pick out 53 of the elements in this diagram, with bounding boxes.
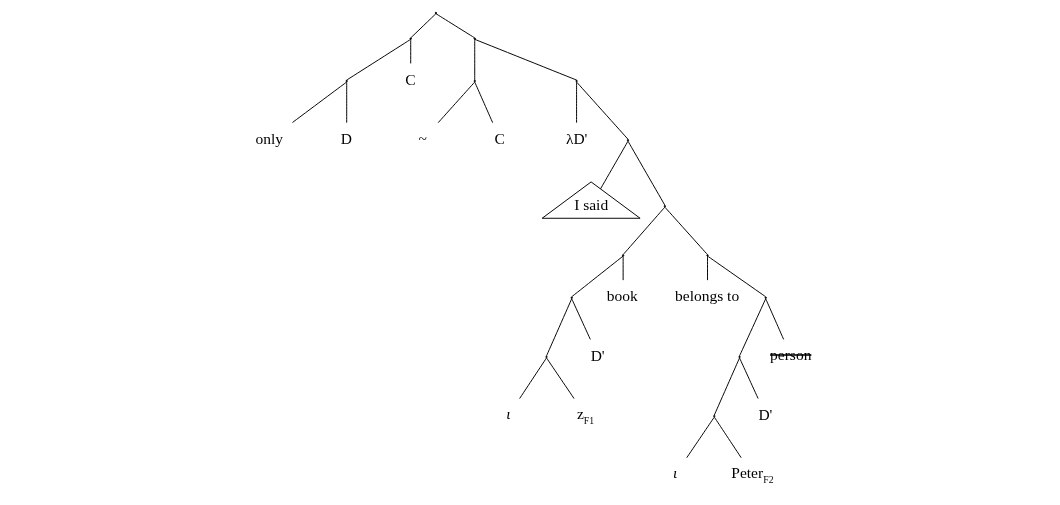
node-text: ~ <box>417 129 427 147</box>
node-text: D' <box>757 405 772 423</box>
connector <box>545 298 572 357</box>
connector <box>713 357 740 416</box>
connector <box>545 357 575 400</box>
connector <box>345 81 347 124</box>
node-point <box>621 254 624 257</box>
node-text: Peter$_{F2}$ <box>730 463 774 486</box>
connector <box>738 357 759 400</box>
node-point <box>737 355 741 359</box>
node-point <box>434 11 437 15</box>
connector <box>518 357 547 400</box>
connector <box>345 38 411 81</box>
node-text: λD' <box>565 129 587 147</box>
node-point <box>663 204 666 208</box>
connector <box>291 81 347 123</box>
connector <box>685 416 715 459</box>
node-text: z$_{F1}$ <box>576 404 594 427</box>
connector <box>706 255 766 298</box>
node-point <box>574 79 578 83</box>
node-text: D <box>340 129 352 147</box>
node-text: book <box>606 287 638 305</box>
node-point <box>409 37 412 40</box>
node-point <box>764 296 767 299</box>
connector <box>627 140 665 206</box>
node-text: belongs to <box>674 287 739 305</box>
connector <box>570 298 591 340</box>
connector <box>575 81 577 124</box>
node-text: ι <box>505 404 511 422</box>
node-text: only <box>255 129 283 147</box>
node-text: D' <box>590 346 605 364</box>
node-text: C <box>494 129 505 147</box>
node-text: ι <box>672 463 677 481</box>
connector <box>473 81 493 124</box>
connector <box>599 140 628 190</box>
node-point <box>345 79 348 83</box>
node-point <box>626 139 629 142</box>
connector <box>738 298 766 357</box>
connector <box>706 255 708 281</box>
node-text: C <box>404 70 416 88</box>
connector <box>713 416 742 459</box>
connector <box>575 81 628 140</box>
node-point <box>712 414 715 418</box>
node-point <box>544 355 548 359</box>
connector <box>437 81 475 124</box>
connector <box>409 38 411 64</box>
node-point <box>473 37 476 40</box>
connector <box>663 206 708 255</box>
connector <box>764 298 784 340</box>
node-point <box>570 296 573 299</box>
node-point <box>473 79 476 83</box>
node-text: person <box>769 345 811 363</box>
node-point <box>705 254 709 257</box>
